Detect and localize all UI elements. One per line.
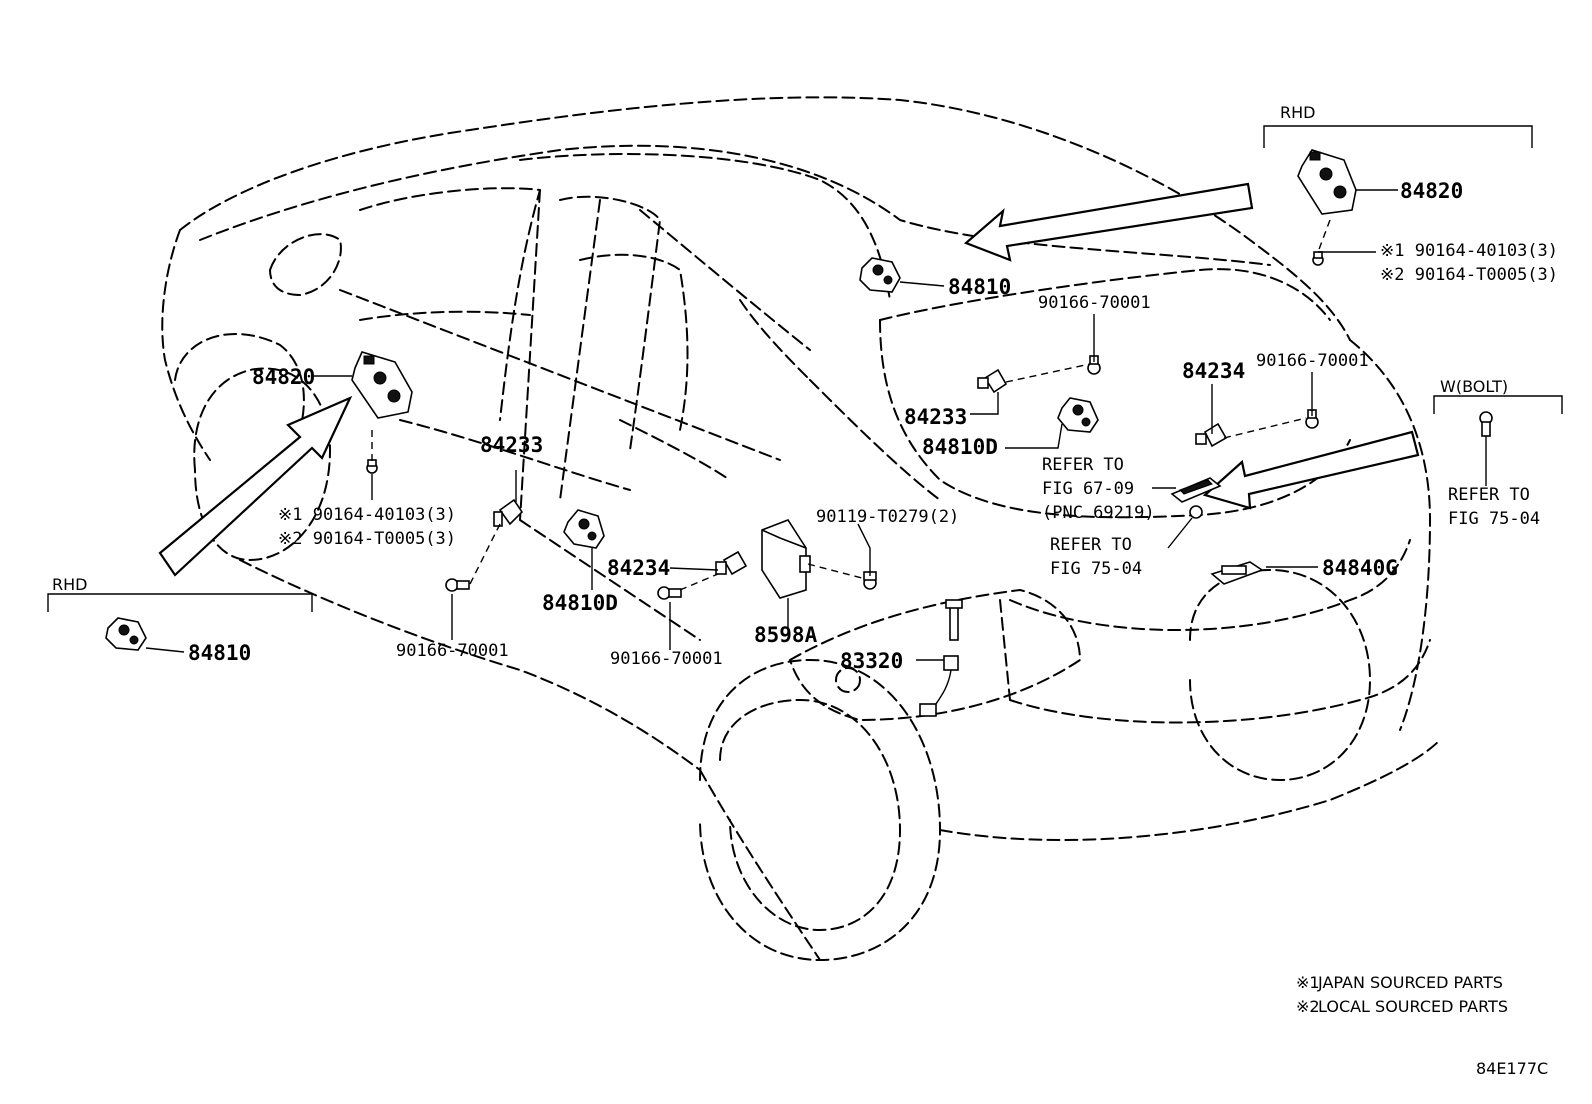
callout-bolt-90166-b: 90166-70001	[1256, 351, 1369, 371]
direction-arrows	[158, 182, 1420, 577]
switch-84810D-left-icon	[563, 509, 605, 549]
callout-screw-right-1: ※1 90164-40103(3)	[1380, 241, 1558, 261]
callout-83320: 83320	[840, 649, 903, 673]
refer-67-09-line3: (PNC 69219)	[1042, 503, 1155, 523]
refer-67-09-line2: FIG 67-09	[1042, 479, 1134, 499]
note-mark-1: ※1	[1296, 973, 1320, 992]
callout-bolt-90119: 90119-T0279(2)	[816, 507, 959, 527]
label-w-bolt: W(BOLT)	[1440, 377, 1508, 396]
refer-75-04-right-line1: REFER TO	[1448, 485, 1530, 505]
note-text-1: JAPAN SOURCED PARTS	[1317, 973, 1503, 992]
labels: RHD RHD W(BOLT) 84820 84820 84810 84810 …	[52, 103, 1558, 1078]
callout-84234-right: 84234	[1182, 359, 1245, 383]
callout-84810D-right: 84810D	[922, 435, 998, 459]
arrow-left-up	[158, 395, 353, 577]
refer-75-04-mid-line1: REFER TO	[1050, 535, 1132, 555]
callout-bolt-90166-d: 90166-70001	[610, 649, 723, 669]
callout-84810D-left: 84810D	[542, 591, 618, 615]
bracket-w-bolt	[1433, 395, 1563, 414]
callout-screw-left-1: ※1 90164-40103(3)	[278, 505, 456, 525]
callout-84810-rhd: 84810	[188, 641, 251, 665]
label-rhd-left: RHD	[52, 575, 87, 594]
sensor-84233-right-icon	[977, 368, 1008, 394]
note-text-2: LOCAL SOURCED PARTS	[1318, 997, 1508, 1016]
bracket-rhd-top	[1263, 125, 1533, 148]
leader-lines	[145, 189, 1487, 661]
module-8598A-icon	[761, 519, 811, 599]
sensor-84234-right-icon	[1195, 422, 1228, 448]
group-brackets	[47, 125, 1563, 612]
callout-screw-right-2: ※2 90164-T0005(3)	[1380, 265, 1558, 285]
switch-84820-left-icon	[351, 351, 413, 419]
refer-75-04-mid-line2: FIG 75-04	[1050, 559, 1142, 579]
sensor-83320-icon	[919, 599, 963, 717]
arrow-top-left	[963, 182, 1254, 262]
note-mark-2: ※2	[1296, 997, 1320, 1016]
callout-8598A: 8598A	[754, 623, 818, 647]
arrow-right-left	[1202, 430, 1420, 510]
refer-75-04-right-line2: FIG 75-04	[1448, 509, 1540, 529]
callout-84234-left: 84234	[607, 556, 670, 580]
callout-screw-left-2: ※2 90164-T0005(3)	[278, 529, 456, 549]
bracket-rhd-left	[47, 593, 313, 612]
callout-84233-right: 84233	[904, 405, 967, 429]
callout-bolt-90166-a: 90166-70001	[1038, 293, 1151, 313]
sensor-84234-left-icon	[715, 550, 748, 576]
callout-84810-center: 84810	[948, 275, 1011, 299]
callout-84233-left: 84233	[480, 433, 543, 457]
vehicle-outline	[161, 96, 1441, 961]
diagram-code: 84E177C	[1476, 1059, 1548, 1078]
callout-bolt-90166-c: 90166-70001	[396, 641, 509, 661]
switch-84820-right-icon	[1297, 149, 1357, 215]
handle-69219-icon	[1170, 477, 1222, 503]
label-rhd-top: RHD	[1280, 103, 1315, 122]
callout-84840G: 84840G	[1322, 556, 1398, 580]
callout-84820-left: 84820	[252, 365, 315, 389]
refer-67-09-line1: REFER TO	[1042, 455, 1124, 475]
callout-84820-right: 84820	[1400, 179, 1463, 203]
sensor-84233-left-icon	[493, 498, 524, 527]
switch-84810-rhd-icon	[105, 617, 147, 651]
switch-84810D-right-icon	[1057, 397, 1099, 433]
switch-84840G-icon	[1210, 561, 1264, 585]
switch-84810-center-icon	[859, 257, 901, 293]
